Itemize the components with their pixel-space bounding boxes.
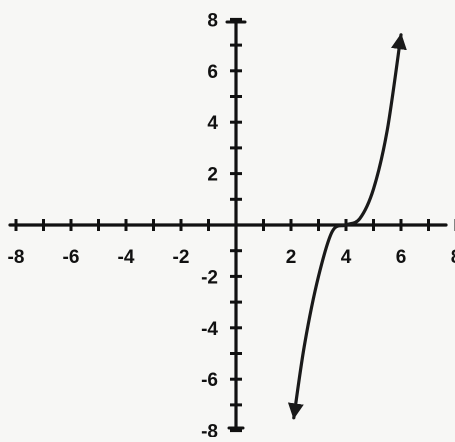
curve-series-0: [287, 33, 407, 420]
x-tick-label: -2: [173, 247, 190, 268]
x-tick-label: 8: [451, 247, 455, 268]
x-tick-label: -8: [8, 247, 25, 268]
x-tick-label: 2: [286, 247, 297, 268]
y-tick-label: 4: [207, 113, 218, 134]
y-tick-label: 2: [207, 165, 218, 186]
x-tick-label: -6: [63, 247, 80, 268]
x-tick-label: 4: [341, 247, 352, 268]
y-tick-label: -8: [201, 422, 218, 437]
x-tick-label: -4: [118, 247, 135, 268]
y-tick-label: -2: [201, 267, 218, 288]
y-tick-label: -6: [201, 370, 218, 391]
x-tick-label: 6: [396, 247, 407, 268]
y-tick-label: 8: [207, 10, 218, 31]
y-tick-label: 6: [207, 62, 218, 83]
y-tick-label: -4: [201, 319, 218, 340]
